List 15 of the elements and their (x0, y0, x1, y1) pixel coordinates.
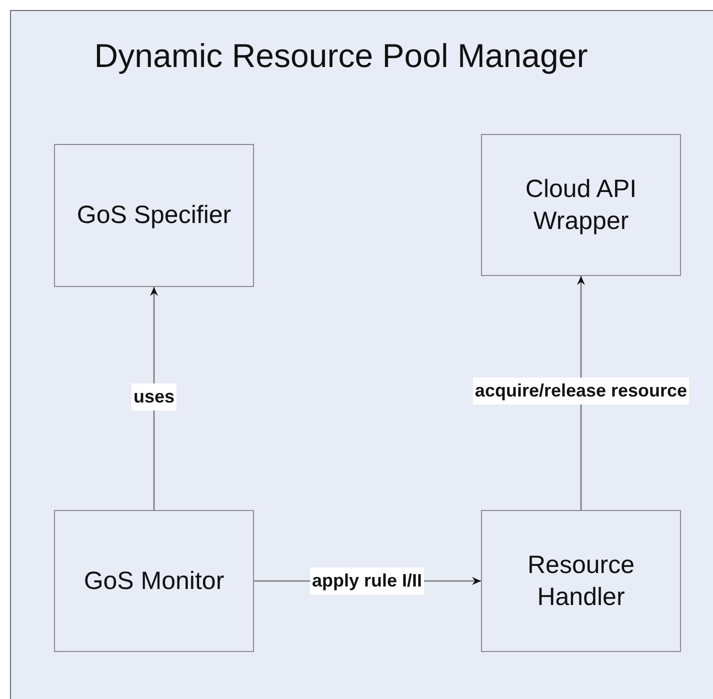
process-box (54, 144, 254, 287)
arrow (150, 287, 158, 510)
process-box (54, 510, 254, 652)
manager-panel (10, 10, 713, 699)
process-box (481, 510, 681, 652)
arrow (577, 276, 585, 510)
box-label: Resource Handler (526, 550, 636, 613)
edge-label: apply rule I/II (310, 568, 424, 594)
process-box (481, 134, 681, 276)
panel-heading: Dynamic Resource Pool Manager (93, 37, 589, 75)
edge-label: uses (131, 384, 177, 410)
box-label: GoS Specifier (76, 200, 232, 232)
box-label: Cloud API Wrapper (524, 174, 638, 237)
box-label: GoS Monitor (82, 566, 226, 597)
edge-label: acquire/release resource (472, 378, 690, 404)
